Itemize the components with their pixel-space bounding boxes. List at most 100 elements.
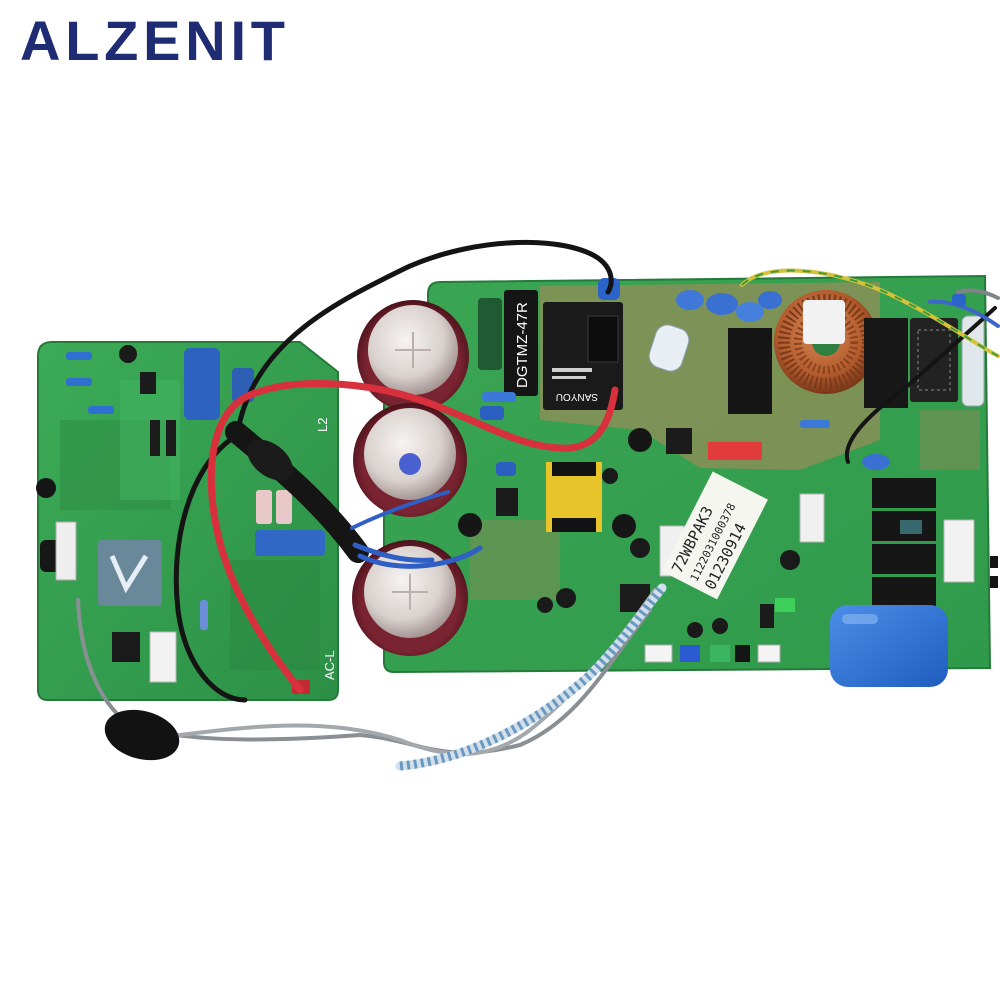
varistor [648, 324, 690, 372]
film-capacitor [478, 298, 502, 370]
small-ic [760, 604, 774, 628]
ferrite-clamp [104, 709, 180, 761]
electrolytic-capacitor-icon [352, 540, 468, 656]
electrolytic-capacitor-small [537, 597, 553, 613]
resistor [66, 352, 92, 360]
terminal-pin [990, 556, 998, 568]
electrolytic-capacitor-small [780, 550, 800, 570]
connector-white [149, 631, 177, 683]
yellow-green-wire-stripe [741, 269, 999, 357]
film-capacitor [255, 530, 325, 556]
capacitor-sticker [399, 453, 421, 475]
relay [872, 577, 936, 607]
relay-marking [552, 368, 592, 372]
capacitor-blue [480, 406, 504, 420]
blue-wire [928, 299, 1000, 328]
resistor [800, 420, 830, 428]
connector-white [644, 644, 673, 663]
capacitor-vent [395, 332, 431, 368]
ferrite-bead [247, 439, 293, 481]
relay-brand-label: SANYOU [556, 391, 598, 402]
right-pcb: DGTMZ-47R SANYOU [383, 274, 998, 687]
silkscreen-l2: L2 [315, 418, 330, 432]
x2-capacitor [736, 302, 764, 322]
resistor [200, 600, 208, 630]
electrolytic-capacitor-small [556, 588, 576, 608]
connector-black [735, 645, 750, 662]
thermistor [504, 290, 538, 396]
thermistor-label: DGTMZ-47R [514, 302, 531, 388]
electrolytic-capacitor-small [612, 514, 636, 538]
electrolytic-capacitor-small [628, 428, 652, 452]
film-capacitor-highlight [842, 614, 878, 624]
connector-white [757, 644, 781, 663]
connector-pins [917, 329, 951, 391]
red-wire [207, 380, 619, 694]
small-ic [112, 632, 140, 662]
resistor [482, 392, 516, 402]
brand-logo: ALZENIT [20, 9, 285, 72]
x2-capacitor [676, 290, 704, 310]
copper-pour-area [470, 520, 560, 600]
led-green [775, 598, 795, 612]
wire-terminal-blue [952, 294, 966, 306]
diode [166, 420, 176, 456]
transformer-core [552, 462, 596, 476]
left-pcb: AC-L L2 [36, 341, 339, 701]
relay-marking [900, 520, 922, 534]
connector-red [708, 442, 762, 460]
ipm-module [98, 540, 162, 606]
heat-shrink-tube [225, 421, 369, 563]
choke-inductor [728, 328, 772, 414]
x2-capacitor [706, 293, 738, 315]
electrolytic-capacitor-small [458, 513, 482, 537]
relay [872, 478, 936, 508]
connector-white [943, 519, 975, 583]
grey-wire [956, 288, 1000, 300]
x2-capacitor [758, 291, 782, 309]
electrolytic-capacitor-small [36, 478, 56, 498]
ceramic-resistor [276, 490, 292, 524]
blue-wire [350, 490, 450, 530]
relay-marking [552, 376, 586, 379]
relay-connector [587, 315, 619, 363]
resistor [66, 378, 92, 386]
electrolytic-capacitor-icon [357, 300, 469, 412]
diode [150, 420, 160, 456]
connector-white [55, 521, 77, 581]
connector-white [799, 493, 825, 543]
electrolytic-capacitor-small [712, 618, 728, 634]
blue-wire [352, 542, 435, 563]
small-ic [666, 428, 692, 454]
toroid-clip [803, 300, 845, 344]
relay [872, 544, 936, 574]
resistor [88, 406, 114, 414]
electrolytic-capacitor-small [602, 468, 618, 484]
mounting-hole [119, 345, 137, 363]
transformer-core [552, 518, 596, 532]
electrolytic-capacitor-small [630, 538, 650, 558]
label-sticker-background [661, 471, 768, 600]
terminal-pin [990, 576, 998, 588]
small-ic [140, 372, 156, 394]
connector-blue [680, 645, 700, 662]
capacitor-blue [496, 462, 516, 476]
electrolytic-capacitor-icon [353, 403, 467, 517]
black-wire [173, 437, 248, 703]
small-ic [496, 488, 518, 516]
capacitor-blue [862, 454, 890, 470]
blue-wire [357, 545, 483, 569]
grey-wire [76, 598, 652, 755]
ribbon-cable-stripes [399, 585, 666, 771]
choke-inductor [864, 318, 908, 408]
black-wire [235, 239, 614, 433]
electrolytic-capacitor-small [687, 622, 703, 638]
black-wire [844, 306, 997, 464]
connector-green [710, 645, 730, 662]
capacitor-vent [392, 574, 428, 610]
ceramic-resistor [256, 490, 272, 524]
film-capacitor-large [830, 605, 948, 687]
ipm-logo-icon [109, 554, 149, 594]
film-capacitor [184, 348, 220, 420]
